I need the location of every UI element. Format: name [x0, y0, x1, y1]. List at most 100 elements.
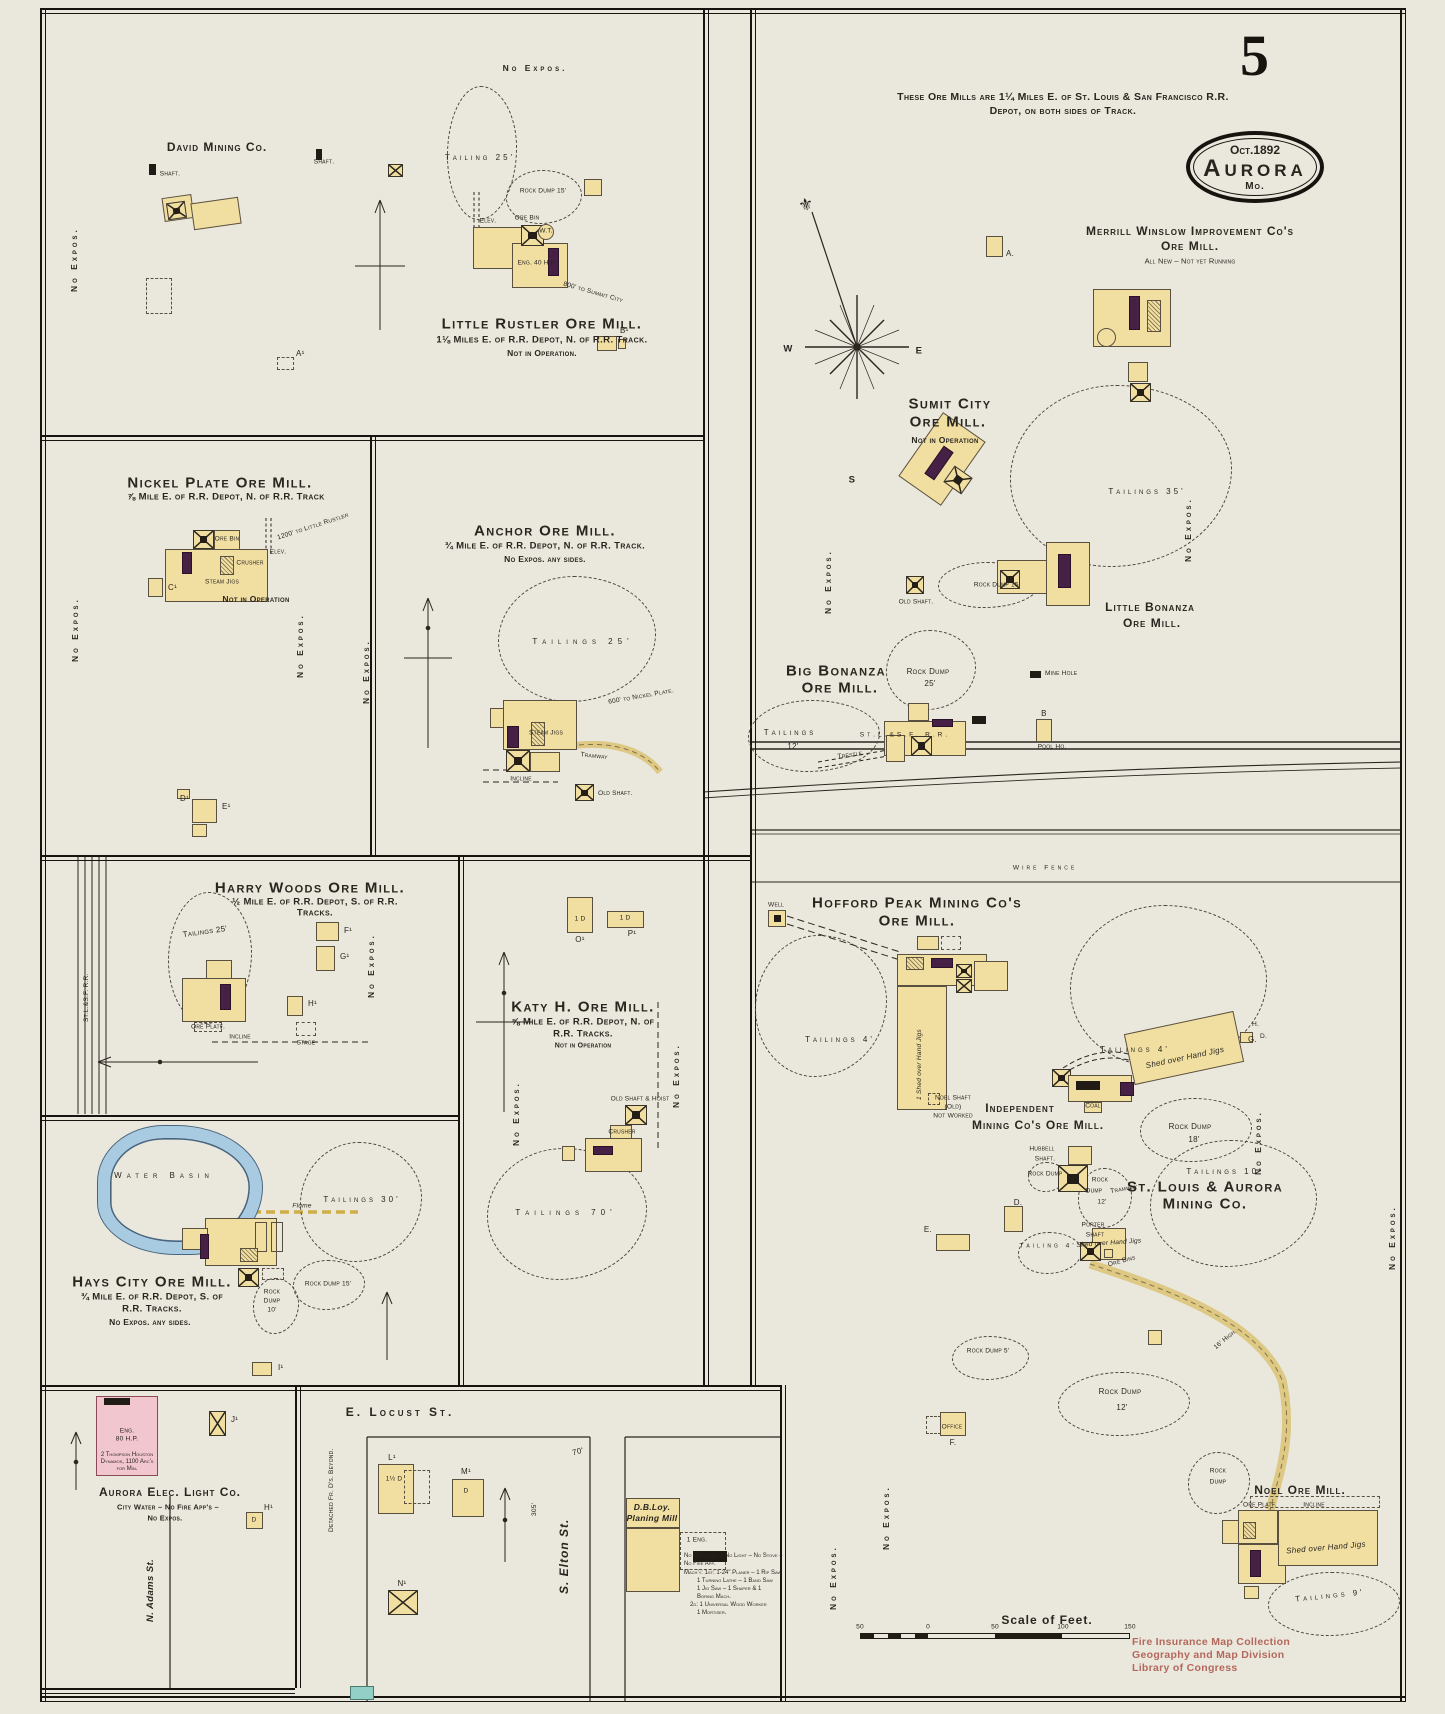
- rock-dump-label: 12': [1097, 1198, 1107, 1206]
- hays-city-subtitle: ¾ Mile E. of R.R. Depot, S. of: [80, 1291, 224, 1303]
- street-label: N. Adams St.: [145, 1558, 156, 1622]
- well-label: Well: [768, 901, 784, 909]
- scale-tick: 50: [856, 1623, 864, 1631]
- shaft-house: [165, 200, 188, 221]
- loy-note: 1 Turning Lathe – 1 Band Saw: [697, 1578, 773, 1584]
- building: [986, 236, 1003, 257]
- harry-woods-title: Harry Woods Ore Mill.: [214, 879, 406, 897]
- building: [182, 978, 246, 1022]
- building: [1104, 1249, 1113, 1258]
- steam-jigs-label: Steam Jigs: [204, 578, 240, 586]
- shaft-label: Shaft.: [159, 170, 181, 178]
- hays-city-note: No Expos. any sides.: [109, 1316, 191, 1327]
- shaft-house: [388, 164, 403, 177]
- building: [350, 1686, 374, 1700]
- noel-title: Noel Ore Mill.: [1254, 1483, 1346, 1497]
- tailings-label: Tailings 25': [532, 637, 634, 646]
- rock-dump-label: Rock: [263, 1288, 281, 1296]
- shaft-house: [521, 225, 544, 246]
- collection-stamp: Geography and Map Division: [1132, 1649, 1285, 1661]
- tailings-label: Tailings 35': [1108, 487, 1186, 496]
- platform-outline: [262, 1268, 284, 1280]
- building-key: I¹: [278, 1363, 284, 1372]
- rock-dump-label: Rock Dump 5': [966, 1347, 1010, 1355]
- shaft-marker: [316, 149, 322, 160]
- building-key: H¹: [264, 1503, 274, 1512]
- loy-note: No Watchman – No Light – No Stove –: [684, 1553, 783, 1559]
- building-key: G.: [1248, 1035, 1258, 1044]
- panel-border: [40, 8, 1405, 14]
- scale-tick: 100: [1057, 1623, 1069, 1631]
- rock-dump-label: Rock Dump: [1168, 1122, 1212, 1131]
- panel-border: [458, 855, 464, 1385]
- planing-mill: [626, 1528, 680, 1592]
- building: [618, 339, 626, 349]
- shaft-house: [911, 736, 932, 756]
- water-basin-label: Water Basin: [114, 1171, 214, 1180]
- seal-state: Mo.: [1245, 181, 1265, 192]
- katy-title: Katy H. Ore Mill.: [511, 998, 655, 1016]
- collection-stamp: Fire Insurance Map Collection: [1132, 1636, 1291, 1648]
- anchor-title: Anchor Ore Mill.: [473, 522, 617, 540]
- hand-jig-shed: [897, 986, 947, 1110]
- planing-mill: [626, 1498, 680, 1528]
- panel-border: [703, 8, 709, 1385]
- rock-dump-label: Dump: [263, 1297, 281, 1305]
- building-key: O¹: [575, 935, 585, 944]
- building: [1148, 1330, 1162, 1345]
- shaft-house: [625, 1105, 647, 1125]
- coal-house: [1084, 1102, 1102, 1113]
- building-key: B¹: [620, 326, 629, 335]
- loy-title: Planing Mill: [626, 1512, 678, 1523]
- rock-dump-label: 25': [924, 679, 936, 688]
- building: [597, 336, 617, 351]
- tailings-outline: [748, 700, 880, 772]
- panel-border: [780, 1385, 786, 1702]
- compass-south: S: [848, 474, 856, 486]
- tailings-outline: [498, 576, 656, 702]
- building-key: E¹: [222, 802, 231, 811]
- rock-dump-label: Rock Dump: [906, 667, 950, 676]
- jig-room: [255, 1222, 267, 1252]
- tailings-outline: [447, 86, 517, 220]
- panel-border: [40, 1696, 1405, 1702]
- building: [1222, 1520, 1239, 1544]
- crusher-room: [220, 556, 234, 575]
- building-key: E.: [923, 1225, 933, 1234]
- building: [1004, 1206, 1023, 1232]
- tailings-outline: [168, 892, 252, 1024]
- not-in-operation: Not in Operation: [911, 434, 979, 445]
- panel-border: [40, 1688, 295, 1694]
- building: [1240, 1032, 1253, 1043]
- building-outline: [277, 357, 294, 370]
- shaft-house: [238, 1268, 259, 1287]
- dynamo-note: 2 Thompson Houston: [100, 1452, 154, 1458]
- incline-label: Incline: [229, 1033, 251, 1041]
- building: [316, 922, 339, 941]
- old-shaft-label: Old Shaft.: [598, 790, 633, 797]
- rock-dump-label: Rock Dump 15': [519, 187, 567, 195]
- shaft-house: [209, 1411, 226, 1436]
- page-number: 5: [1240, 23, 1269, 88]
- anchor-subtitle: ¾ Mile E. of R.R. Depot, N. of R.R. Trac…: [444, 540, 646, 552]
- crusher-room: [1120, 1082, 1134, 1096]
- elec-title: Aurora Elec. Light Co.: [99, 1485, 241, 1499]
- engine-room: [507, 726, 519, 748]
- tailings-label: Tailings 70': [515, 1208, 617, 1217]
- rock-dump-outline: [506, 170, 582, 224]
- flume-label: Flume: [292, 1202, 312, 1210]
- loy-title: D.B.Loy.: [633, 1501, 671, 1512]
- loy-note: 1 Jig Saw – 1 Shaper & 1: [697, 1586, 762, 1592]
- elevator-label: Elev.: [479, 217, 497, 225]
- tailings-label: Tailings: [763, 728, 817, 737]
- shaft-marker: [972, 716, 986, 724]
- big-bonanza-title: Big Bonanza: [786, 662, 886, 680]
- mine-hole-label: Mine Hole: [1045, 670, 1078, 677]
- railroad-label: St.L.&S.F. R.R.: [859, 731, 951, 739]
- water-tank: [917, 936, 939, 950]
- dwelling-label: 1 D: [574, 915, 586, 923]
- ore-bin-label: Ore Bin: [514, 214, 540, 222]
- engine-label: Eng. 40 H.P.: [517, 259, 557, 267]
- dwelling: [452, 1479, 484, 1517]
